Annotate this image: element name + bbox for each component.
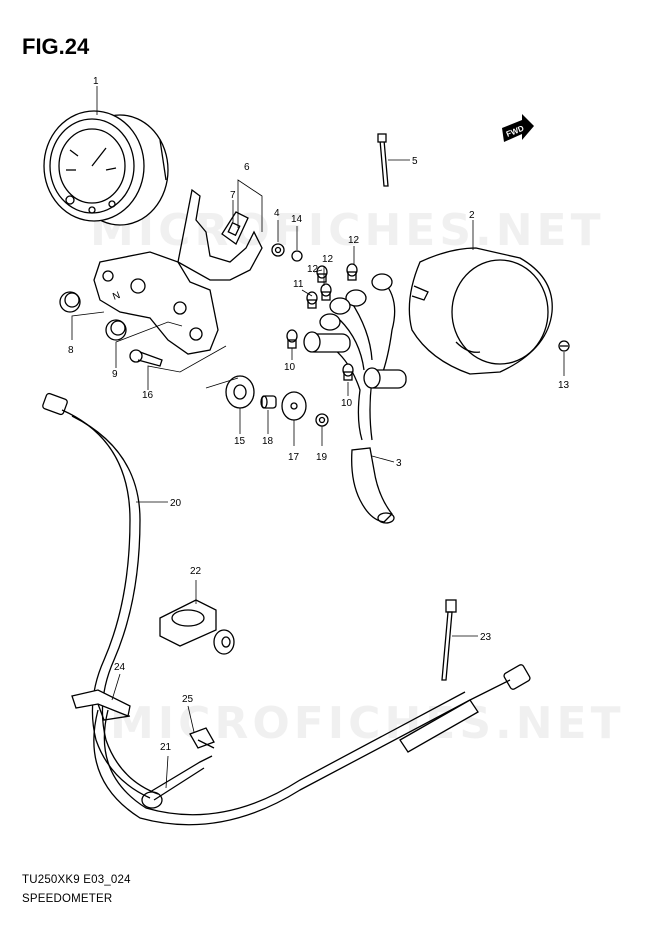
callout-20: 20 [170,498,182,509]
meter-bracket: N [93,188,263,355]
callout-10a: 10 [284,362,296,373]
callout-7: 7 [230,190,236,201]
cable-guide-22 [159,599,235,655]
bolt-16 [129,349,163,367]
screw-13 [558,340,570,352]
callout-23: 23 [480,632,492,643]
callout-2: 2 [469,210,475,221]
callout-17: 17 [288,452,300,463]
nut-19 [315,413,329,427]
callout-9: 9 [112,369,118,380]
band-21 [141,755,213,809]
leader-lines [71,86,565,789]
callout-25: 25 [182,694,194,705]
callout-21: 21 [160,742,172,753]
callout-15: 15 [234,436,246,447]
callout-numbers: 1 2 3 4 5 6 7 8 9 10 10 11 12 12 12 13 1… [68,76,570,753]
callout-3: 3 [396,458,402,469]
bulb-12-b [320,283,332,301]
grommet-9 [105,319,127,341]
spacer-18 [260,395,277,409]
nut-14 [291,250,303,262]
washer-4-hole [274,246,282,254]
callout-22: 22 [190,566,202,577]
callout-13: 13 [558,380,570,391]
meter-case [408,247,553,375]
callout-6: 6 [244,162,250,173]
callout-16: 16 [142,390,154,401]
screw-25 [189,727,215,749]
indicator-lens [221,211,249,245]
cable-tie-5 [377,133,389,187]
svg-text:N: N [111,290,122,303]
callout-10b: 10 [341,398,353,409]
fwd-arrow-badge: FWD [502,114,534,142]
bulb-12-c [316,265,328,283]
callout-19: 19 [316,452,328,463]
callout-8: 8 [68,345,74,356]
figure-title: FIG.24 [22,34,90,59]
wiring-harness [303,273,407,524]
grommet-8 [59,291,81,313]
watermark-top: MICROFICHES.NET [90,205,605,256]
bulb-11 [306,291,318,309]
cable-tie-23 [441,599,457,681]
callout-24: 24 [114,662,126,673]
callout-12a: 12 [348,235,360,246]
callout-12b: 12 [322,254,334,265]
callout-14: 14 [291,214,303,225]
callout-18: 18 [262,436,274,447]
speedometer-cable-upper [42,392,159,799]
callout-12c: 12 [307,264,319,275]
speedometer-cable-lower [93,664,531,826]
bulb-10-upper [286,329,298,349]
callout-4: 4 [274,208,280,219]
callout-5: 5 [412,156,418,167]
clamp-24 [71,689,131,721]
washer-4 [271,243,285,257]
model-code: TU250XK9 E03_024 [22,874,131,886]
section-name: SPEEDOMETER [22,893,113,905]
callout-1: 1 [93,76,99,87]
bulb-10-lower [342,363,354,381]
speedometer-gauge [43,110,169,226]
callout-11: 11 [293,279,304,290]
bulb-12-a [346,263,358,281]
washer-17 [281,391,307,421]
